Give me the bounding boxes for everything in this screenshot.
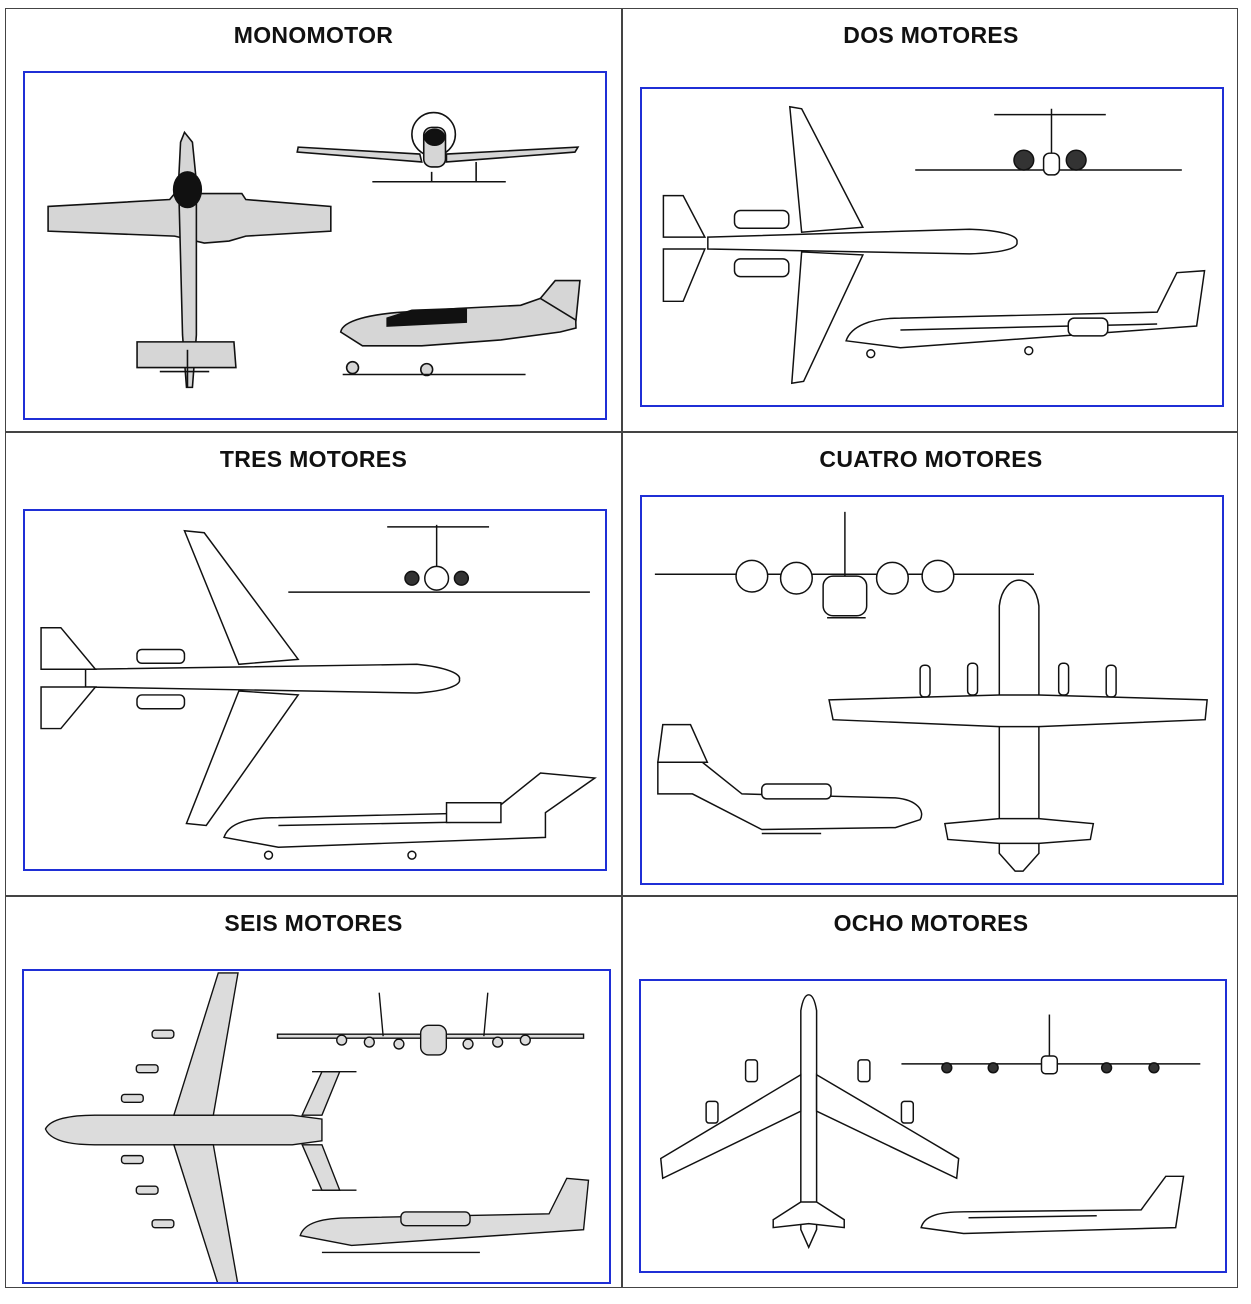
cell-cuatro-motores: CUATRO MOTORES (623, 433, 1239, 895)
table-divider-vertical (621, 9, 623, 1287)
eight-engine-bomber-icon (639, 979, 1227, 1273)
cell-tres-motores: TRES MOTORES (6, 433, 621, 895)
aircraft-classification-table: MONOMOTOR (5, 8, 1238, 1288)
cell-dos-motores: DOS MOTORES (623, 9, 1239, 431)
table-divider-row-2 (6, 895, 1237, 897)
panel-title: OCHO MOTORES (833, 910, 1029, 936)
cell-seis-motores: SEIS MOTORES (6, 897, 621, 1289)
panel-title: CUATRO MOTORES (819, 446, 1043, 472)
six-engine-cargo-jet-icon (22, 969, 611, 1284)
cell-monomotor: MONOMOTOR (6, 9, 621, 431)
panel-title: MONOMOTOR (233, 22, 394, 48)
tri-jet-airplane-icon (23, 509, 607, 871)
panel-title: TRES MOTORES (219, 446, 408, 472)
panel-title: SEIS MOTORES (224, 910, 403, 936)
single-engine-airplane-icon (23, 71, 607, 420)
table-divider-row-1 (6, 431, 1237, 433)
cell-ocho-motores: OCHO MOTORES (623, 897, 1239, 1289)
panel-title: DOS MOTORES (843, 22, 1019, 48)
four-engine-turboprop-icon (640, 495, 1224, 885)
twin-engine-jet-icon (640, 87, 1224, 407)
